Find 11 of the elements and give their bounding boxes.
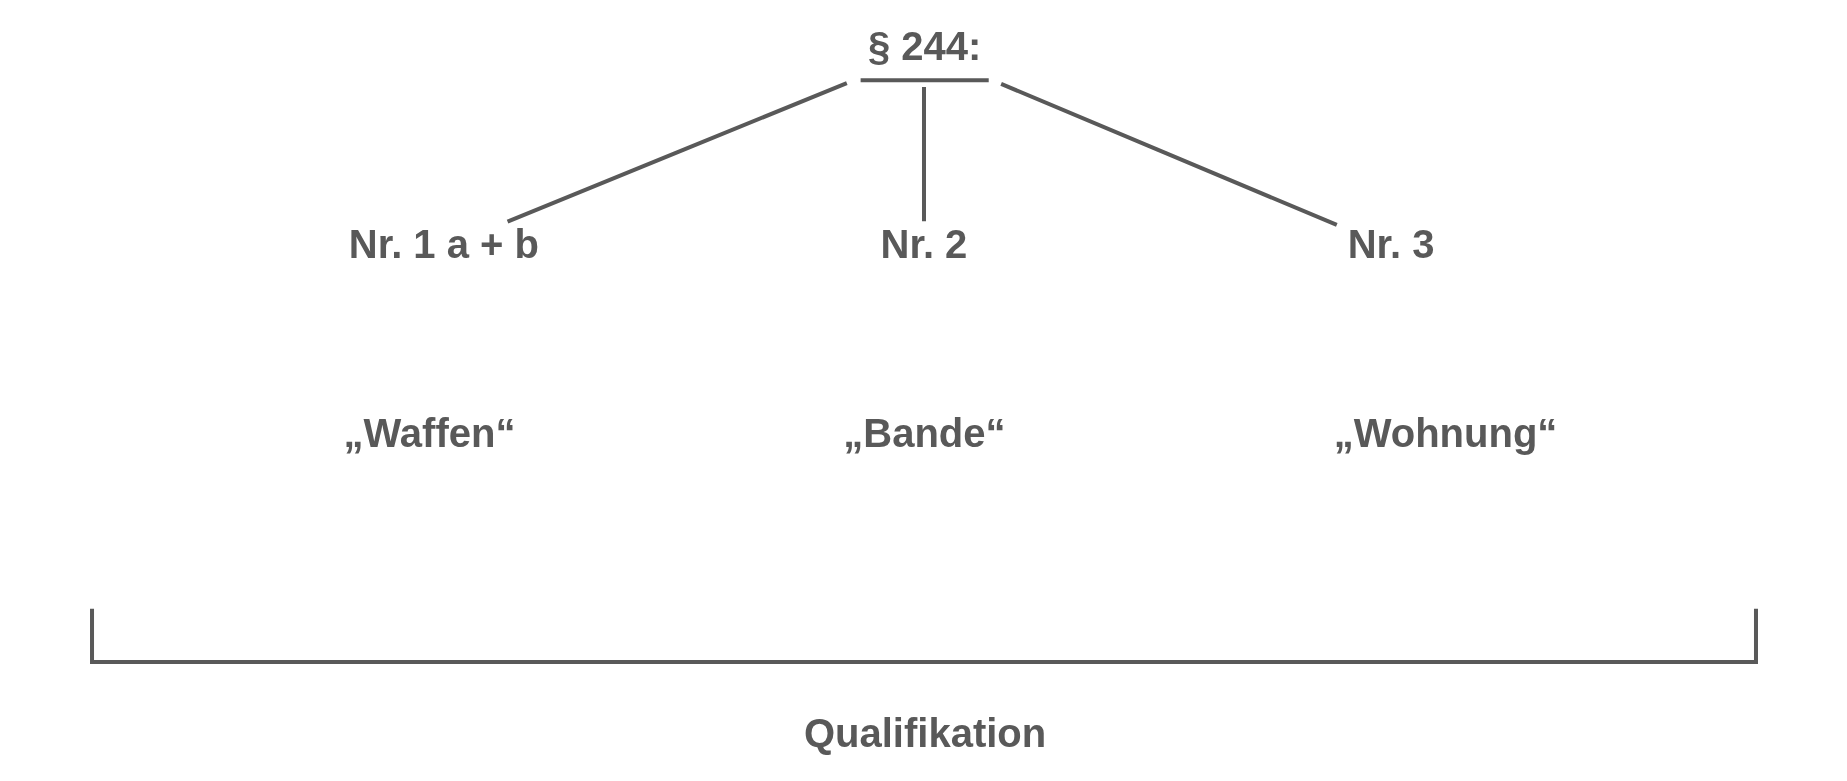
node-label: „Waffen“ xyxy=(343,411,515,456)
node-label: „Wohnung“ xyxy=(1333,411,1557,456)
node-text: § 244: xyxy=(867,23,981,68)
label: Qualifikation xyxy=(803,710,1046,755)
node-text: Nr. 1 a + b xyxy=(348,221,539,266)
node-text: Nr. 3 xyxy=(1347,221,1434,266)
connector xyxy=(506,81,848,224)
connector xyxy=(921,87,926,222)
node-text: Nr. 2 xyxy=(880,221,967,266)
connector xyxy=(999,82,1338,227)
node-label: „Bande“ xyxy=(842,411,1006,456)
